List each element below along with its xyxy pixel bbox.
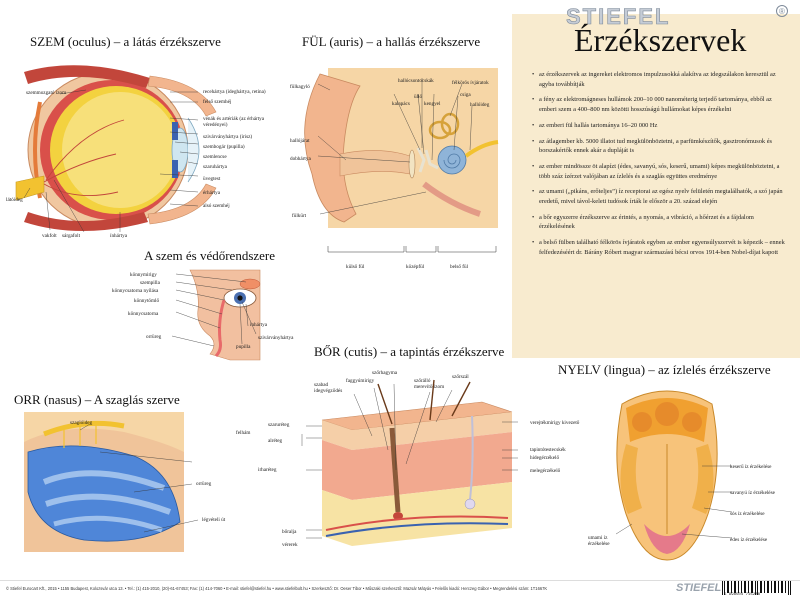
label-szaruhartya: szaruhártya (203, 164, 227, 170)
info-panel (512, 14, 800, 358)
label-irharteg: irharéteg (258, 467, 277, 473)
brand-logo: STIEFEL (566, 4, 671, 30)
fact-item: •az átlagember kb. 5000 illatot tud megk… (532, 137, 773, 155)
label-konnycsatorna: könnycsatorna (128, 311, 159, 317)
label-szabad-idegvegzodes: szabad idegvégződés (314, 382, 343, 394)
label-hallideg: hallóideg (470, 102, 490, 108)
bullet-icon: • (532, 137, 535, 145)
label-orrureg-nose: orrüreg (196, 481, 212, 487)
fact-list: •az érzékszervek az ingereket elektromos… (532, 70, 786, 263)
label-sargafolt: sárgafolt (62, 233, 81, 239)
label-fulkurt: fülkürt (292, 213, 307, 219)
skin-section-title: BŐR (cutis) – a tapintás érzékszerve (314, 344, 505, 359)
bullet-icon: • (532, 96, 535, 104)
label-szemmozgato-izom: szemmozgató izom (26, 90, 67, 96)
label-faggyumirigy: faggyúmirigy (346, 378, 375, 384)
label-savanyu: savanyú íz érzékelése (730, 490, 775, 496)
footer-logo: STIEFEL (676, 582, 722, 594)
label-erhartya: érhártya (203, 190, 220, 196)
bullet-icon: • (532, 71, 535, 78)
eye-cross-section-illustration (15, 65, 217, 233)
label-tapintotestecskek: tapintótestecskék (530, 447, 566, 453)
label-umami: umami íz érzékelése (588, 535, 610, 547)
label-alretg: alréteg (268, 438, 283, 444)
label-szivarvanyhartya-protect: szivárványhártya (258, 335, 294, 341)
skin-cross-section-illustration (301, 379, 518, 546)
label-melegerzekelo: melegérzékelő (530, 468, 561, 474)
footer-text: © Stiefel Eurocart Kft., 2015 • 1155 Bud… (6, 586, 548, 591)
label-sos: sós íz érzékelése (730, 511, 765, 517)
label-latoideg: látóideg (6, 197, 23, 203)
fact-item: •a belső fülben található félkörös ívjár… (532, 239, 785, 256)
label-ullo: üllő (414, 94, 423, 100)
label-szivarvanyhartya: szivárványhártya (irisz) (203, 134, 253, 140)
registered-mark: ® (776, 5, 788, 17)
fact-item: •az emberi fül hallás tartománya 16–20 0… (532, 121, 658, 129)
label-recehartya: recehártya (ideghártya, retina) (203, 89, 266, 95)
label-fulkagylo: fülkagyló (290, 84, 310, 90)
label-venak-arteriak: vénák és artériák (az érhártya véredénye… (203, 116, 265, 128)
ear-section-title: FÜL (auris) – a hallás érzékszerve (302, 34, 481, 49)
label-felso-szemhej: felső szemhéj (203, 99, 232, 105)
label-csiga: csiga (460, 92, 471, 98)
label-inhartya-protect: ínhártya (250, 322, 267, 328)
label-szembogar: szembogár (pupilla) (203, 144, 245, 150)
eye-protect-section-title: A szem és védőrendszere (144, 248, 276, 263)
bullet-icon: • (532, 213, 535, 221)
page-title: Érzékszervek (574, 22, 747, 58)
label-konnycsatorna-nyilasa: könnycsatorna nyílása (112, 288, 159, 294)
fact-item: •a bőr egyszerre érzékszerve az érintés,… (532, 213, 754, 231)
fact-item: •a fény az elektromágneses hullámok 200–… (532, 96, 772, 113)
label-pupilla-protect: pupilla (236, 344, 251, 350)
label-orrureg-protect: orrüreg (146, 334, 162, 340)
tongue-section-title: NYELV (lingua) – az ízlelés érzékszerve (558, 362, 771, 377)
label-hidegerzekelo: hidegérzékelő (530, 455, 560, 461)
label-kengyel: kengyel (424, 101, 441, 107)
label-kozepful: középfül (406, 264, 425, 270)
label-felkoros-ivjaratok: félkörös ívjáratok (452, 80, 489, 86)
barcode-number: 5 998504 715288 (724, 593, 761, 597)
label-szaglogeg: szaglóideg (70, 420, 93, 426)
label-szemlencse: szemlencse (203, 154, 227, 160)
label-hallojarat: hallójárat (290, 138, 310, 144)
label-szorszal: szőrszál (452, 374, 469, 380)
bullet-icon: • (532, 162, 535, 170)
label-dobhartya: dobhártya (290, 156, 311, 162)
fact-item: •az umami („pikáns, erőteljes”) íz recep… (532, 188, 783, 205)
label-legveteli-ut: légvételi út (202, 517, 226, 523)
label-szorhagyma: szőrhagyma (372, 370, 398, 376)
label-szaruretg: szaruréteg (268, 422, 290, 428)
bullet-icon: • (532, 188, 535, 196)
label-verrek: vérerek (282, 542, 298, 548)
label-verejtekmirigy: verejtékmirigy kivezető (530, 420, 580, 426)
label-kulso-ful: külső fül (346, 264, 365, 270)
barcode-icon (722, 581, 791, 595)
fact-item: •az érzékszervek az ingereket elektromos… (532, 71, 776, 88)
tongue-illustration (615, 390, 733, 561)
fact-item: •az ember mindössze öt alapízt (édes, sa… (532, 162, 780, 180)
label-vakfolt: vakfolt (42, 233, 57, 239)
eye-section-title: SZEM (oculus) – a látás érzékszerve (30, 34, 221, 49)
ear-cross-section-illustration (304, 68, 499, 253)
label-also-szemhej: alsó szemhéj (203, 203, 230, 209)
label-keseru: keserű íz érzékelése (730, 464, 772, 470)
label-felham: felhám (236, 430, 251, 436)
nose-section-title: ORR (nasus) – A szaglás szerve (14, 392, 180, 407)
label-hallocsontocskak: hallócsontocskák (398, 78, 434, 84)
label-edes: édes íz érzékelése (730, 537, 768, 543)
bullet-icon: • (532, 239, 535, 247)
label-belso-ful: belső fül (450, 264, 469, 270)
label-konnytomlo: könnytömlő (134, 298, 160, 304)
label-uvegtest: üvegtest (203, 176, 221, 182)
label-borlja: bőralja (282, 529, 297, 535)
eye-protection-illustration (171, 269, 261, 361)
label-inhartya: ínhártya (110, 233, 127, 239)
label-konnymirigy: könnymirigy (130, 272, 157, 278)
label-szoralo-izom: szőrálló merevítő izom (414, 378, 445, 390)
footer (0, 580, 800, 600)
nose-cross-section-illustration (24, 412, 199, 552)
bullet-icon: • (532, 121, 535, 129)
label-kalapacs: kalapács (392, 101, 410, 107)
label-szempilla: szempilla (140, 280, 160, 286)
